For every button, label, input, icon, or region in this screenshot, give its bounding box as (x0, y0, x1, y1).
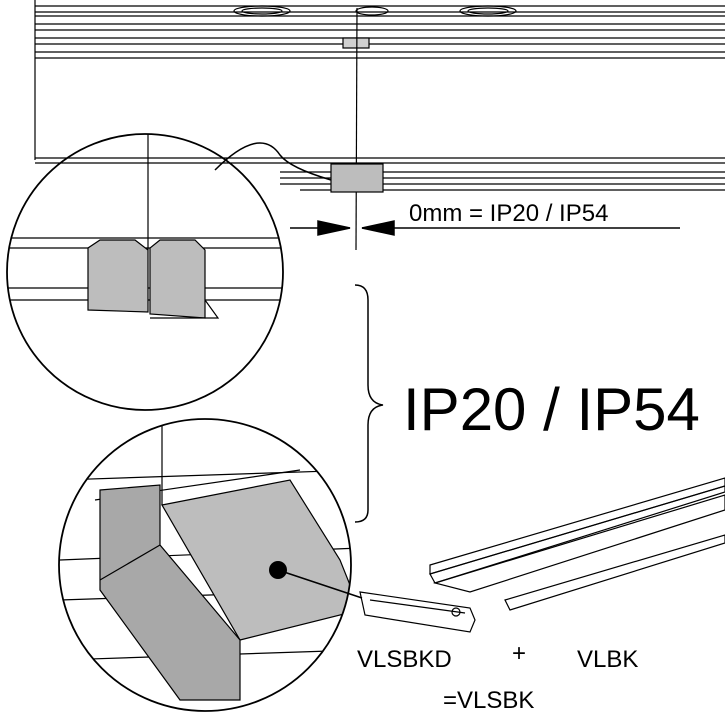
gap-dimension (290, 220, 680, 236)
result-label: =VLSBK (443, 687, 534, 714)
magnifier-circle-bottom (58, 418, 352, 712)
zoom-callout-top (6, 133, 332, 411)
plus-sign: + (512, 640, 526, 667)
detail-pointer-line (277, 569, 363, 599)
joint-line (355, 7, 358, 251)
protection-rating-label: IP20 / IP54 (403, 376, 700, 443)
rail-assembly (34, 0, 725, 191)
part-label-vlbk: VLBK (577, 646, 638, 673)
connector-part (359, 591, 476, 633)
profile-strip (429, 477, 725, 611)
brace (354, 284, 384, 523)
connector-block (330, 163, 384, 193)
zoom-callout-bottom (58, 418, 363, 712)
part-label-vlsbkd: VLSBKD (357, 646, 452, 673)
gap-note-label: 0mm = IP20 / IP54 (409, 200, 608, 227)
magnifier-circle-top (6, 133, 284, 411)
